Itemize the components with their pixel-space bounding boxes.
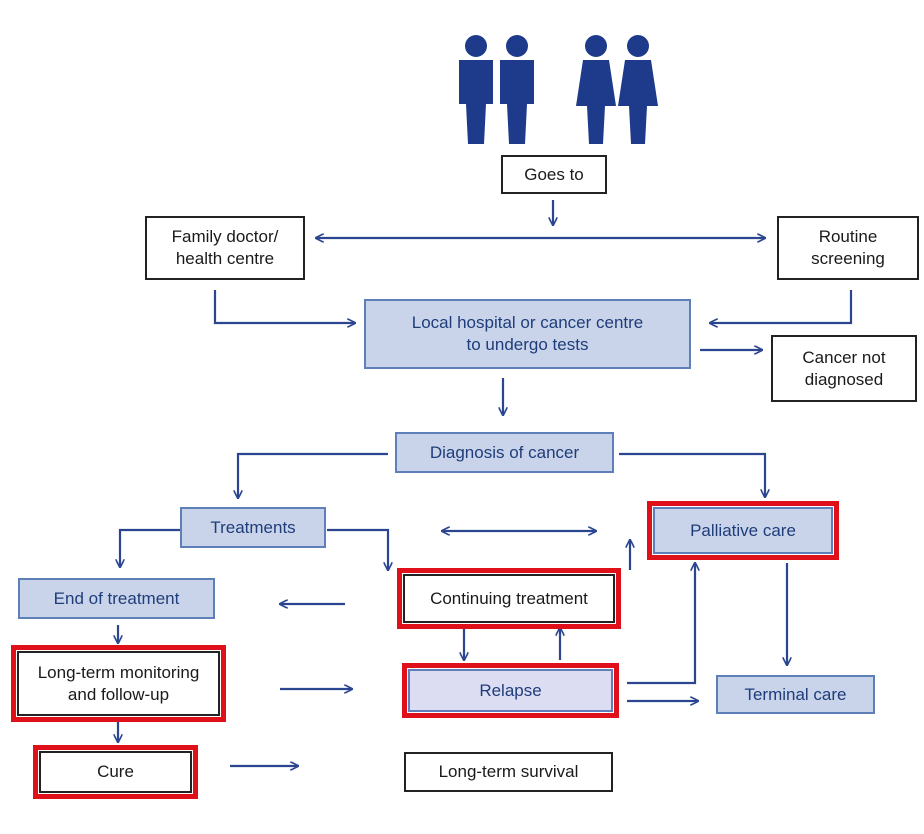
arrow-screening-to-hospital: [710, 290, 853, 323]
cancer-not-diagnosed-box: Cancer not diagnosed: [771, 335, 917, 402]
end-of-treatment-box: End of treatment: [18, 578, 215, 619]
woman-figure-icon: [576, 35, 616, 144]
man-figure-icon: [459, 35, 493, 144]
arrow-diagnosis-to-treatments: [238, 452, 388, 498]
routine-screening-box: Routine screening: [777, 216, 919, 280]
goes-to-box: Goes to: [501, 155, 607, 194]
relapse-box: Relapse: [402, 663, 619, 718]
arrow-treatments-to-end: [120, 528, 180, 567]
arrow-diagnosis-to-palliative: [619, 452, 765, 497]
cure-box: Cure: [33, 745, 198, 799]
arrow-relapse-to-palliative: [627, 563, 695, 685]
family-doctor-box: Family doctor/ health centre: [145, 216, 305, 280]
man-figure-icon: [500, 35, 534, 144]
local-hospital-box: Local hospital or cancer centre to under…: [364, 299, 691, 369]
continuing-treatment-box: Continuing treatment: [397, 568, 621, 629]
palliative-care-box: Palliative care: [647, 501, 839, 560]
arrow-doctor-to-hospital: [213, 290, 355, 323]
long-term-monitoring-box: Long-term monitoring and follow-up: [11, 645, 226, 722]
long-term-survival-box: Long-term survival: [404, 752, 613, 792]
diagnosis-of-cancer-box: Diagnosis of cancer: [395, 432, 614, 473]
terminal-care-box: Terminal care: [716, 675, 875, 714]
treatments-box: Treatments: [180, 507, 326, 548]
arrow-treatments-to-continuing: [327, 528, 388, 570]
woman-figure-icon: [618, 35, 658, 144]
